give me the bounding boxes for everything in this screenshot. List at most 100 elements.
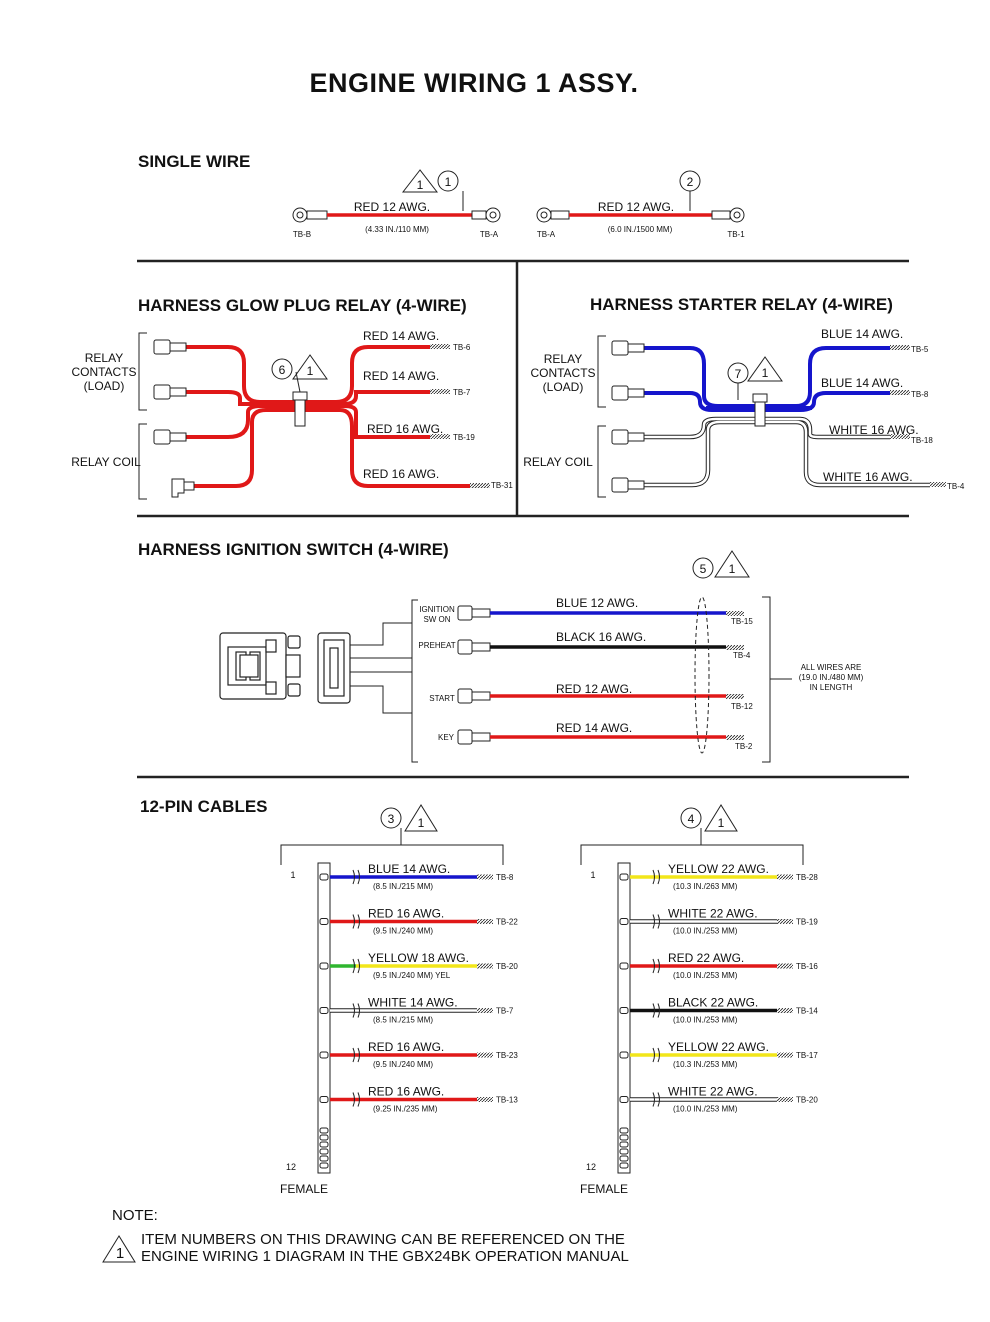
item-number: 2 xyxy=(687,175,694,189)
wire-label: RED 12 AWG. xyxy=(598,200,674,214)
relay-contacts-label: CONTACTS xyxy=(530,366,595,380)
relay-contacts-label: (LOAD) xyxy=(84,379,125,393)
pin-cavity xyxy=(619,918,629,925)
pin-cavity xyxy=(319,873,329,881)
ignition-heading: HARNESS IGNITION SWITCH (4-WIRE) xyxy=(138,540,449,559)
pin-cavity xyxy=(619,1051,629,1059)
terminal-label: TB-20 xyxy=(796,1096,818,1105)
terminal-label: TB-20 xyxy=(496,962,518,971)
relay-contacts-label: RELAY xyxy=(544,352,582,366)
stripped-end-icon xyxy=(477,874,493,880)
relay-contacts-label: (LOAD) xyxy=(543,380,584,394)
terminal-label: TB-A xyxy=(480,230,499,239)
bundle-ellipse xyxy=(694,596,710,754)
stripped-end-icon xyxy=(430,344,450,349)
wire-length: (4.33 IN./110 MM) xyxy=(365,225,429,234)
terminal-label: TB-4 xyxy=(733,651,751,660)
unused-cavity xyxy=(619,1134,629,1141)
stripped-end-icon xyxy=(777,1008,793,1013)
wire-label: BLUE 12 AWG. xyxy=(556,596,638,610)
single-wire-1: 1 1 RED 12 AWG. (4.33 IN./110 MM) TB-B T… xyxy=(292,169,501,239)
starter-heading: HARNESS STARTER RELAY (4-WIRE) xyxy=(590,295,893,314)
pin-cables-heading: 12-PIN CABLES xyxy=(140,797,268,816)
terminal-label: TB-7 xyxy=(453,388,471,397)
wire-label: BLUE 14 AWG. xyxy=(821,327,903,341)
terminal-label: TB-6 xyxy=(453,343,471,352)
wire-label: RED 16 AWG. xyxy=(367,422,443,436)
pin-number: 12 xyxy=(586,1162,596,1172)
flag-triangle-icon xyxy=(747,356,783,382)
item-balloon-icon xyxy=(380,807,402,829)
terminal-label: TB-13 xyxy=(496,1096,518,1105)
pin-cavity xyxy=(319,1051,329,1059)
break-symbol-icon xyxy=(652,914,660,929)
pin-number: 1 xyxy=(290,870,295,880)
break-symbol-icon xyxy=(352,1003,360,1018)
pin-number: 1 xyxy=(590,870,595,880)
wire-label: WHITE 16 AWG. xyxy=(823,470,913,484)
starter-relay-harness: HARNESS STARTER RELAY (4-WIRE) RELAY CON… xyxy=(523,295,965,498)
flag-number: 1 xyxy=(418,816,425,830)
flag-number: 1 xyxy=(116,1245,124,1262)
wire-label: RED 22 AWG. xyxy=(668,951,744,965)
pin-label: START xyxy=(429,694,455,703)
terminal-label: TB-4 xyxy=(947,482,965,491)
terminal-label: TB-B xyxy=(293,230,311,239)
terminal-label: TB-1 xyxy=(727,230,745,239)
wire-length: (10.3 IN./263 MM) xyxy=(673,882,738,891)
female-connector xyxy=(617,862,631,1174)
item-number: 4 xyxy=(688,812,695,826)
unused-cavity xyxy=(319,1141,329,1148)
unused-cavity xyxy=(319,1162,329,1169)
item-balloon-icon xyxy=(692,557,714,579)
length-note: IN LENGTH xyxy=(810,683,853,692)
wire-label: RED 14 AWG. xyxy=(363,369,439,383)
single-wire-2: 2 RED 12 AWG. (6.0 IN./1500 MM) TB-A TB-… xyxy=(536,170,745,239)
wire-length: (9.25 IN./235 MM) xyxy=(373,1105,438,1114)
break-symbol-icon xyxy=(652,958,660,974)
unused-cavity xyxy=(319,1134,329,1141)
wire-length: (9.5 IN./240 MM) xyxy=(373,927,433,936)
pin-cavity xyxy=(619,1096,629,1103)
flag-number: 1 xyxy=(417,178,424,192)
flag-triangle-icon xyxy=(102,1235,136,1263)
wire-label: RED 16 AWG. xyxy=(368,1085,444,1099)
terminal-label: TB-31 xyxy=(491,481,513,490)
ring-terminal-icon xyxy=(536,207,552,223)
ignition-leads xyxy=(350,599,418,763)
pin-cavity xyxy=(619,873,629,881)
item-number: 5 xyxy=(700,562,707,576)
stripped-end-icon xyxy=(470,483,490,488)
ring-terminal-icon xyxy=(485,207,501,223)
pin-cavity xyxy=(619,1007,629,1014)
stripped-end-icon xyxy=(890,434,910,439)
wire-label: BLACK 22 AWG. xyxy=(668,996,758,1010)
glow-plug-heading: HARNESS GLOW PLUG RELAY (4-WIRE) xyxy=(138,296,467,315)
flag-triangle-icon xyxy=(401,169,439,193)
wire-label: WHITE 22 AWG. xyxy=(668,1085,758,1099)
length-note: ALL WIRES ARE xyxy=(801,663,862,672)
terminal-label: TB-23 xyxy=(496,1051,518,1060)
red-harness-wires xyxy=(186,345,470,488)
female-connector xyxy=(317,862,331,1174)
length-note: (19.0 IN./480 MM) xyxy=(799,673,864,682)
stripped-end-icon xyxy=(890,345,910,350)
stripped-end-icon xyxy=(930,482,946,487)
break-symbol-icon xyxy=(352,958,360,974)
item-number: 1 xyxy=(445,175,452,189)
terminal-label: TB-14 xyxy=(796,1007,818,1016)
pin-cavity xyxy=(319,1007,329,1014)
unused-cavity xyxy=(319,1127,329,1134)
flag-triangle-icon xyxy=(704,804,738,832)
wire-label: BLUE 14 AWG. xyxy=(368,862,450,876)
unused-cavity xyxy=(619,1127,629,1134)
stripped-end-icon xyxy=(777,1052,793,1058)
terminal-label: TB-12 xyxy=(731,702,753,711)
stripped-end-icon xyxy=(777,874,793,880)
wire-label: BLUE 14 AWG. xyxy=(821,376,903,390)
wire-label: RED 16 AWG. xyxy=(363,467,439,481)
flag-triangle-icon xyxy=(292,354,328,380)
pin-cavity xyxy=(319,962,329,970)
pin-label: PREHEAT xyxy=(418,641,455,650)
connector-label: FEMALE xyxy=(280,1182,328,1196)
